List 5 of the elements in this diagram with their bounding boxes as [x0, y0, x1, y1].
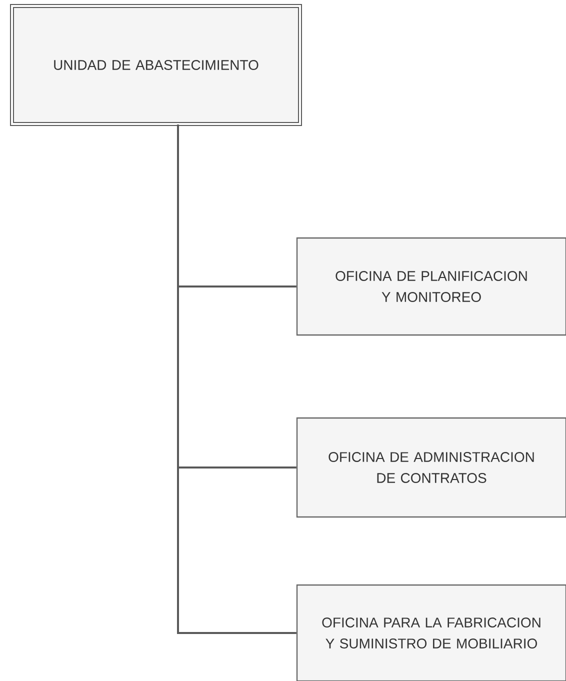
office-box: OFICINA DE PLANIFICACION Y MONITOREO — [296, 237, 566, 336]
office-box: OFICINA DE ADMINISTRACION DE CONTRATOS — [296, 417, 566, 518]
connector-line — [177, 124, 296, 634]
office-box: OFICINA PARA LA FABRICACION Y SUMINISTRO DE MOBILIARIO — [296, 584, 566, 681]
unit-box: UNIDAD DE ABASTECIMIENTO — [10, 4, 302, 126]
